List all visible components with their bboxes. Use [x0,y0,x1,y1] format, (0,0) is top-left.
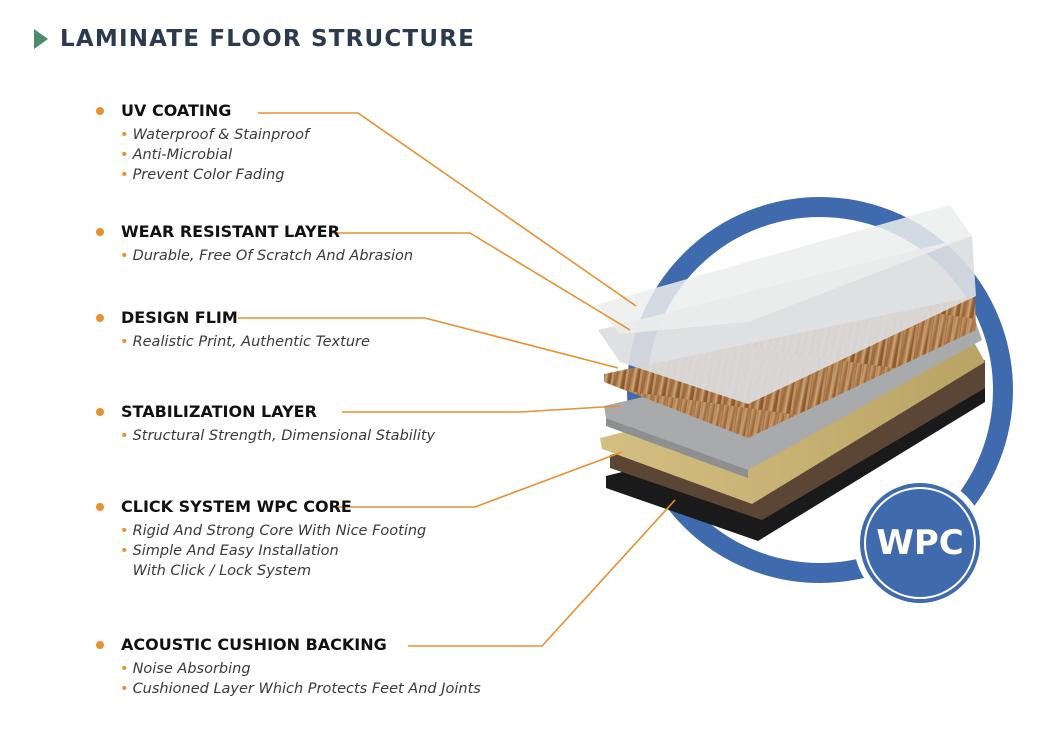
bullet-dot-icon [96,640,104,649]
leader-uv [258,112,637,307]
layer-uv-coating: UV COATING •Waterproof & Stainproof •Ant… [96,101,309,185]
layer-bullet: •With Click / Lock System [132,563,312,579]
header: LAMINATE FLOOR STRUCTURE [34,26,475,52]
leader-core [338,451,623,508]
leader-design [238,317,619,369]
layer-title: DESIGN FLIM [121,308,238,327]
arrow-icon [34,29,48,49]
layer-stabilization: STABILIZATION LAYER •Structural Strength… [96,402,435,446]
layer-bullet: •Anti-Microbial [120,147,233,163]
leader-lines [238,112,676,647]
layer-wear-resistant: WEAR RESISTANT LAYER •Durable, Free Of S… [96,222,413,266]
leader-wear [330,232,631,331]
layer-title: ACOUSTIC CUSHION BACKING [121,635,387,654]
layer-title: UV COATING [121,101,232,120]
bullet-dot-icon [96,227,104,236]
layer-wpc-core: CLICK SYSTEM WPC CORE •Rigid And Strong … [96,497,426,581]
layer-bullet: •Waterproof & Stainproof [120,127,310,143]
layer-bullet: •Cushioned Layer Which Protects Feet And… [120,681,481,697]
layer-design-film: DESIGN FLIM •Realistic Print, Authentic … [96,308,370,352]
uv-layer [595,205,972,334]
leader-backing [408,499,676,647]
layer-bullet: •Rigid And Strong Core With Nice Footing [120,523,427,539]
bullet-dot-icon [96,502,104,511]
layer-bullet: •Realistic Print, Authentic Texture [120,334,370,350]
layer-bullet: •Simple And Easy Installation [120,543,339,559]
layer-title: STABILIZATION LAYER [121,402,317,421]
wear-layer [598,236,976,404]
bullet-dot-icon [96,106,104,115]
bullet-dot-icon [96,313,104,322]
layer-bullet: •Noise Absorbing [120,661,251,677]
layer-acoustic-backing: ACOUSTIC CUSHION BACKING •Noise Absorbin… [96,635,481,699]
leader-stabilization [342,405,621,413]
wpc-badge-label: WPC [876,523,964,563]
layer-title: CLICK SYSTEM WPC CORE [121,497,352,516]
layer-bullet: •Prevent Color Fading [120,167,285,183]
page-title: LAMINATE FLOOR STRUCTURE [60,26,476,52]
layer-title: WEAR RESISTANT LAYER [121,222,340,241]
layer-bullet: •Structural Strength, Dimensional Stabil… [120,428,436,444]
layer-bullet: •Durable, Free Of Scratch And Abrasion [120,248,414,264]
bullet-dot-icon [96,407,104,416]
